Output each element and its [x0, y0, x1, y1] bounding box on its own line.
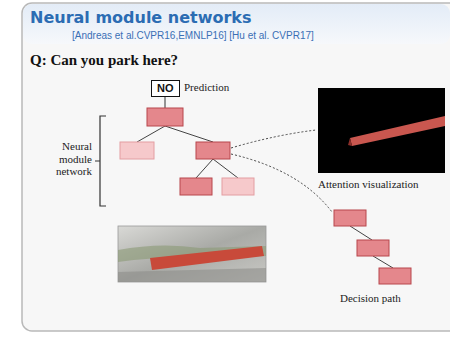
- slide-title: Neural module networks: [30, 9, 252, 27]
- module-box: [147, 108, 183, 126]
- prediction-link: [165, 97, 166, 108]
- prediction-box: NO: [151, 80, 180, 97]
- module-box: [120, 142, 154, 159]
- image-caption: Attention visualization: [318, 178, 446, 191]
- bracket-label: Neural module network: [38, 140, 92, 178]
- decision-path: [334, 210, 411, 284]
- bracket: [95, 116, 106, 206]
- image-caption: Decision path: [340, 292, 440, 305]
- node-text: NO: [157, 82, 174, 95]
- citation: [Andreas et al.CVPR16,EMNLP16] [Hu et al…: [72, 30, 314, 42]
- dashed-leader: [231, 130, 316, 148]
- question: Q: Can you park here?: [30, 52, 178, 69]
- input-photo: [118, 226, 266, 282]
- module-box: [196, 142, 230, 159]
- module-box: [180, 178, 212, 195]
- dashed-leader: [231, 154, 332, 212]
- header-band: [23, 4, 450, 44]
- module-box: [222, 178, 254, 195]
- attention-image: [318, 88, 445, 173]
- prediction-label: Prediction: [184, 81, 229, 94]
- slide-panel: [22, 3, 450, 331]
